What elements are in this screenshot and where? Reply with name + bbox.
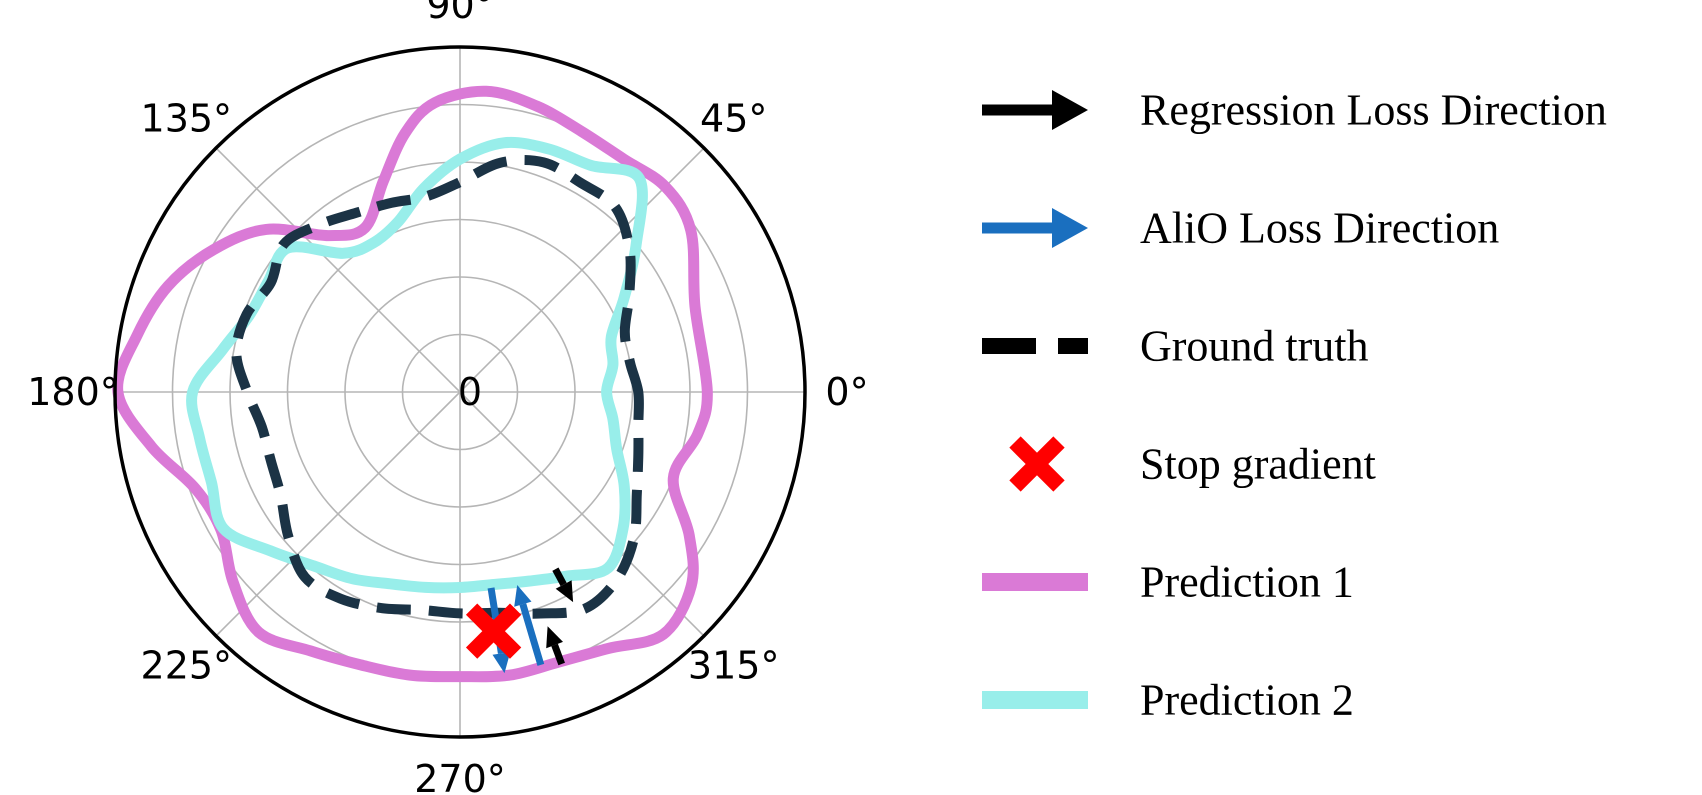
angle-ticks: 0° 45° 90° 135° 180° 225° 270° 315° 0 <box>27 0 868 795</box>
grid-spoke <box>459 391 705 637</box>
alio-arrow-2 <box>514 585 545 666</box>
angle-tick-label: 135° <box>141 96 233 140</box>
angle-tick-label: 45° <box>700 96 767 140</box>
outer-circle <box>113 45 807 739</box>
annotation-group <box>465 567 574 674</box>
regression-arrow-2-head <box>555 580 574 603</box>
series-group <box>112 85 713 683</box>
legend-swatch-stop-gradient-b <box>1009 436 1065 492</box>
angle-tick-label: 270° <box>414 757 506 795</box>
stop-gradient-marker <box>465 603 522 659</box>
legend-label-prediction2: Prediction 2 <box>1140 676 1354 725</box>
legend-arrowhead-regression <box>1052 90 1088 130</box>
angle-tick-label: 225° <box>141 644 233 688</box>
angle-tick-label: 180° <box>27 370 119 414</box>
regression-arrow-1-head <box>546 626 563 649</box>
grid-spoke <box>215 391 461 637</box>
radial-tick-label: 0 <box>458 370 482 414</box>
series-line-prediction2 <box>186 136 648 594</box>
alio-arrow-1-head <box>492 652 511 674</box>
legend-item-prediction2: Prediction 2 <box>982 676 1354 725</box>
alio-arrow-2-head <box>514 585 532 607</box>
legend-item-ground-truth: Ground truth <box>982 322 1369 371</box>
regression-arrow-2 <box>552 567 574 603</box>
regression-arrow-1 <box>546 626 565 666</box>
polar-frame <box>113 45 807 739</box>
legend-label-stop-gradient: Stop gradient <box>1140 440 1376 489</box>
angle-tick-label: 315° <box>688 644 780 688</box>
legend-label-ground-truth: Ground truth <box>1140 322 1369 371</box>
polar-grid <box>114 46 806 738</box>
stop-gradient-stroke-b <box>465 603 522 659</box>
legend-label-prediction1: Prediction 1 <box>1140 558 1354 607</box>
angle-tick-label: 90° <box>426 0 493 27</box>
angle-tick-label: 0° <box>825 370 868 414</box>
alio-arrow-2-shaft <box>519 603 545 666</box>
grid-spoke <box>215 147 461 393</box>
series-line-prediction1 <box>112 85 713 683</box>
series-line-ground-truth <box>231 155 644 619</box>
legend-arrowhead-alio <box>1052 208 1088 248</box>
legend-item-regression: Regression Loss Direction <box>982 86 1607 135</box>
legend-item-alio: AliO Loss Direction <box>982 204 1499 253</box>
legend-label-alio: AliO Loss Direction <box>1140 204 1499 253</box>
legend-label-regression: Regression Loss Direction <box>1140 86 1607 135</box>
legend-item-prediction1: Prediction 1 <box>982 558 1354 607</box>
legend-item-stop-gradient: Stop gradient <box>1009 436 1376 492</box>
regression-arrow-2-shaft <box>552 567 567 587</box>
regression-arrow-1-shaft <box>551 643 565 666</box>
